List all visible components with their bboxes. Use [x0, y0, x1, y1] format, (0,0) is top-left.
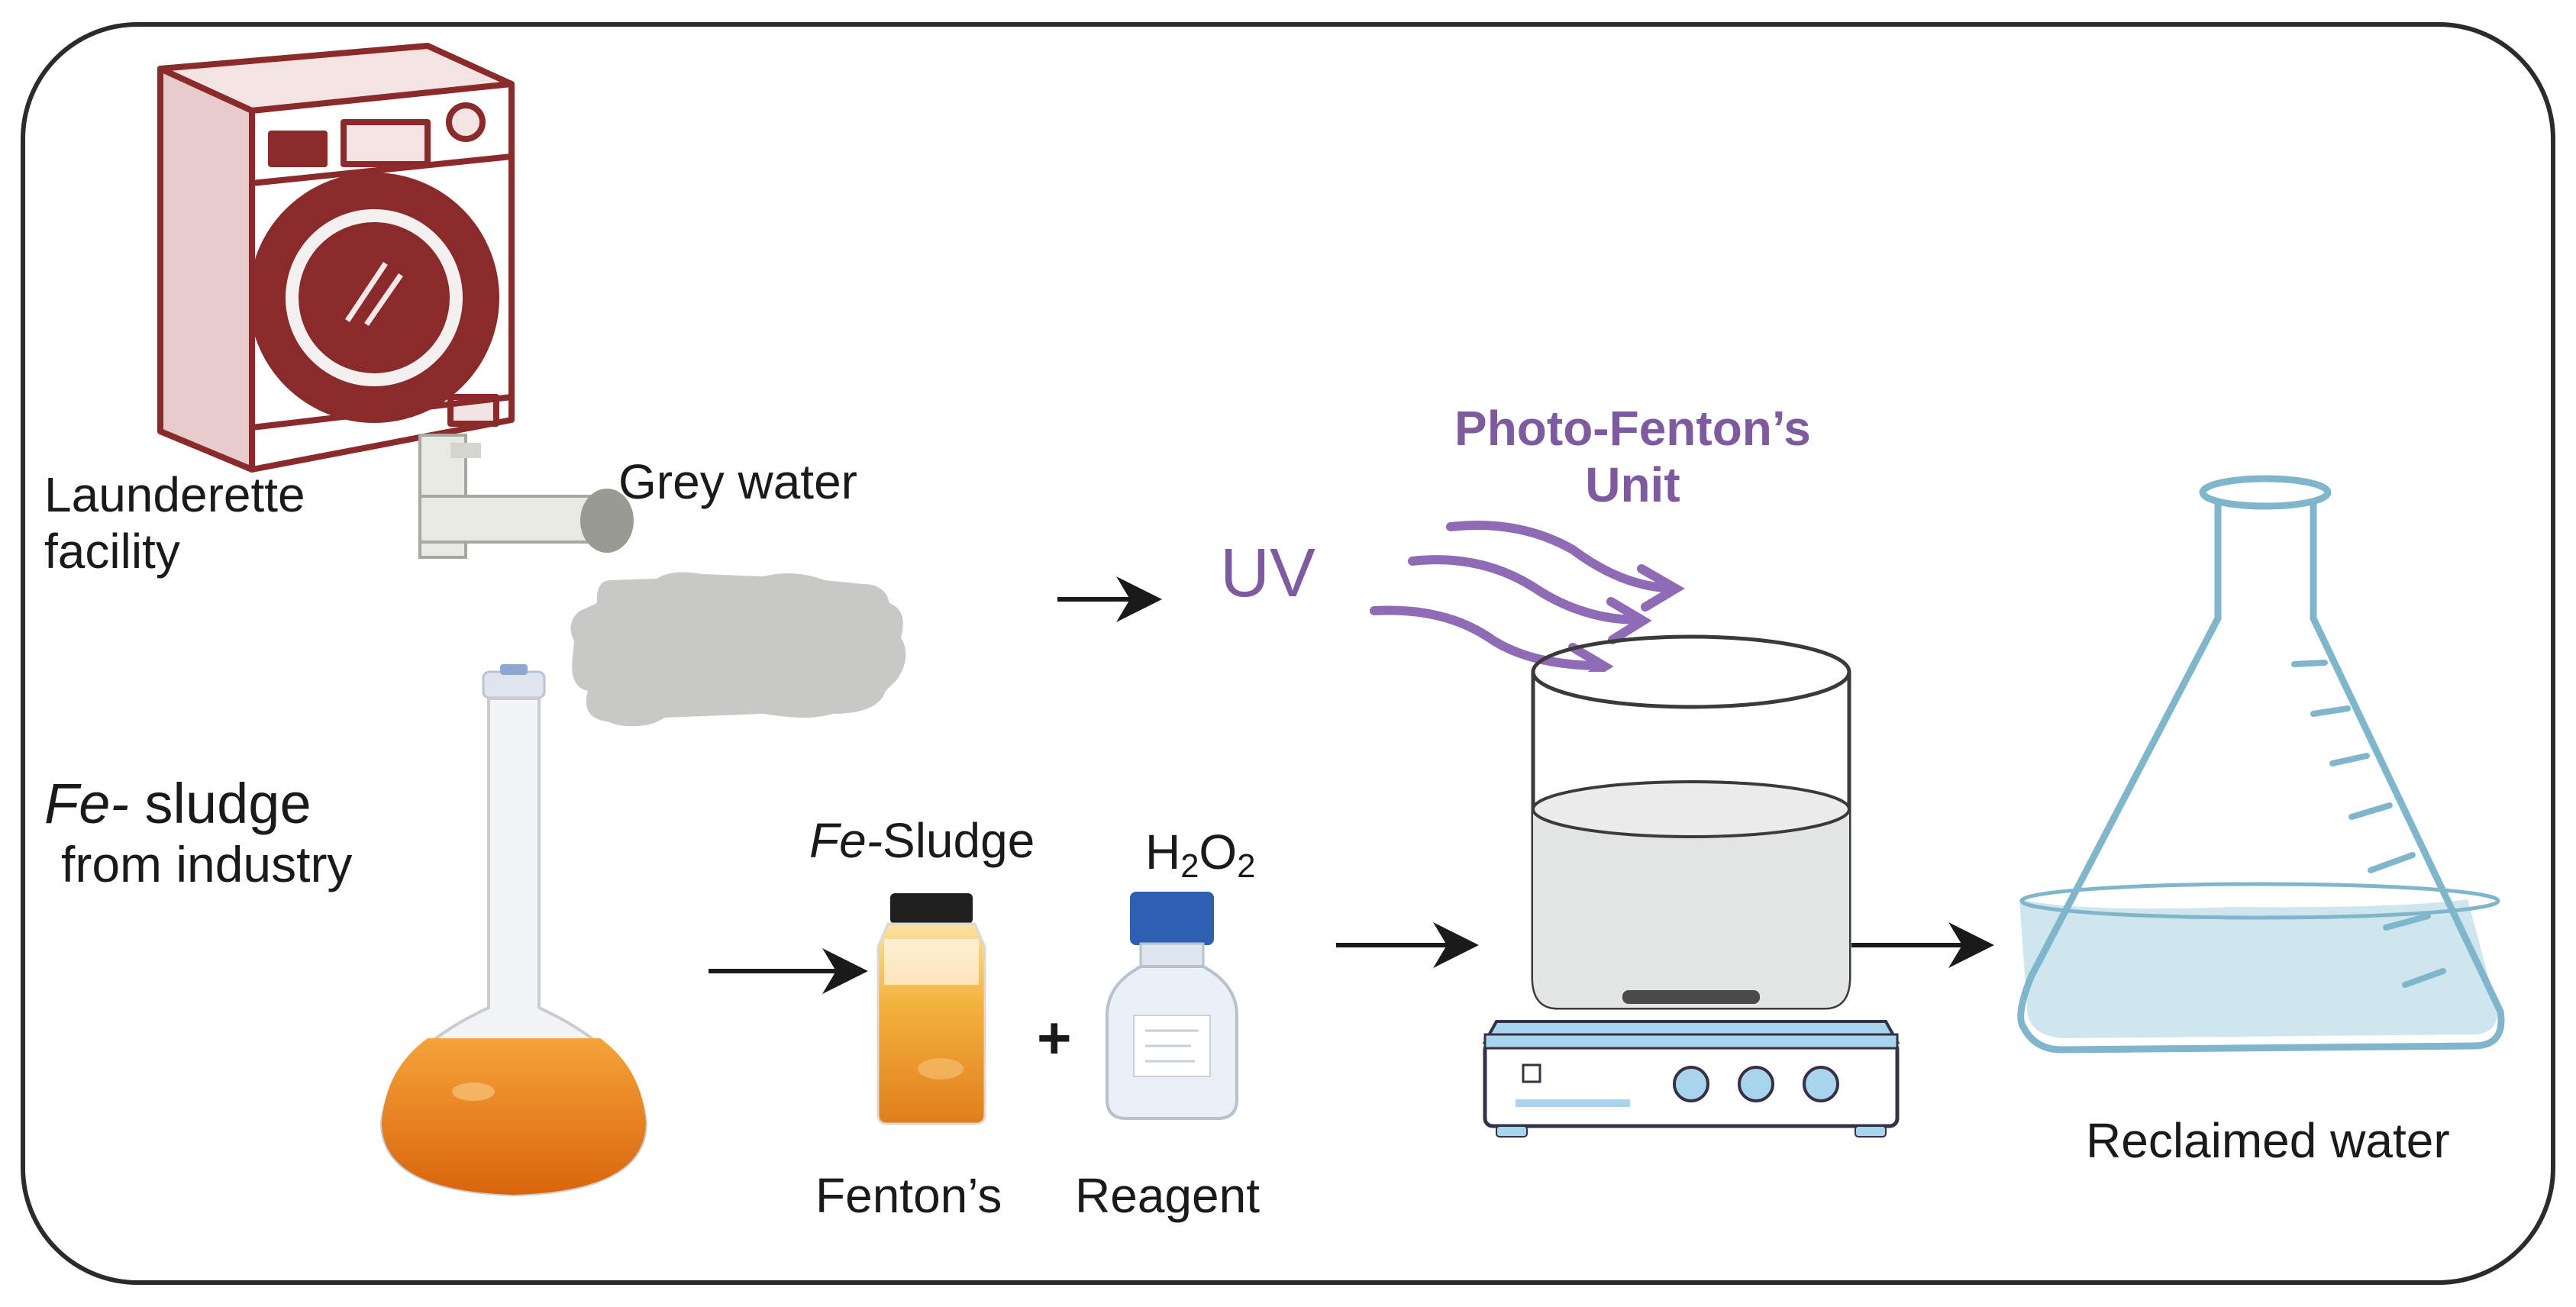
uv-rays-icon	[1370, 521, 1685, 690]
volumetric-flask-icon	[379, 664, 648, 1197]
diagram-frame	[21, 22, 2555, 1285]
beaker-icon	[1531, 634, 1851, 1010]
uv-label: UV	[1220, 535, 1316, 612]
launderette-label: Launderette facility	[44, 467, 305, 579]
reagent-label: Reagent	[1075, 1168, 1260, 1223]
sludge-jar-icon	[876, 893, 986, 1125]
reclaimed-water-label: Reclaimed water	[2086, 1113, 2450, 1168]
h2o2-label: H2O2	[1145, 825, 1256, 885]
grey-water-puddle	[570, 572, 906, 727]
magnetic-stirrer-icon	[1482, 1020, 1900, 1138]
drain-pipe-icon	[418, 434, 634, 559]
fe-sludge-source-label: Fe- sludge from industry	[44, 772, 353, 893]
fentons-label: Fenton’s	[815, 1168, 1002, 1223]
photo-fenton-label: Photo-Fenton’s Unit	[1454, 401, 1811, 512]
reagent-bottle-icon	[1106, 892, 1238, 1120]
fe-sludge-bottle-label: Fe-Sludge	[809, 813, 1035, 868]
plus-sign: +	[1037, 1004, 1072, 1071]
grey-water-label: Grey water	[618, 454, 857, 509]
washing-machine-icon	[157, 43, 515, 473]
erlenmeyer-flask-icon	[2017, 475, 2505, 1054]
